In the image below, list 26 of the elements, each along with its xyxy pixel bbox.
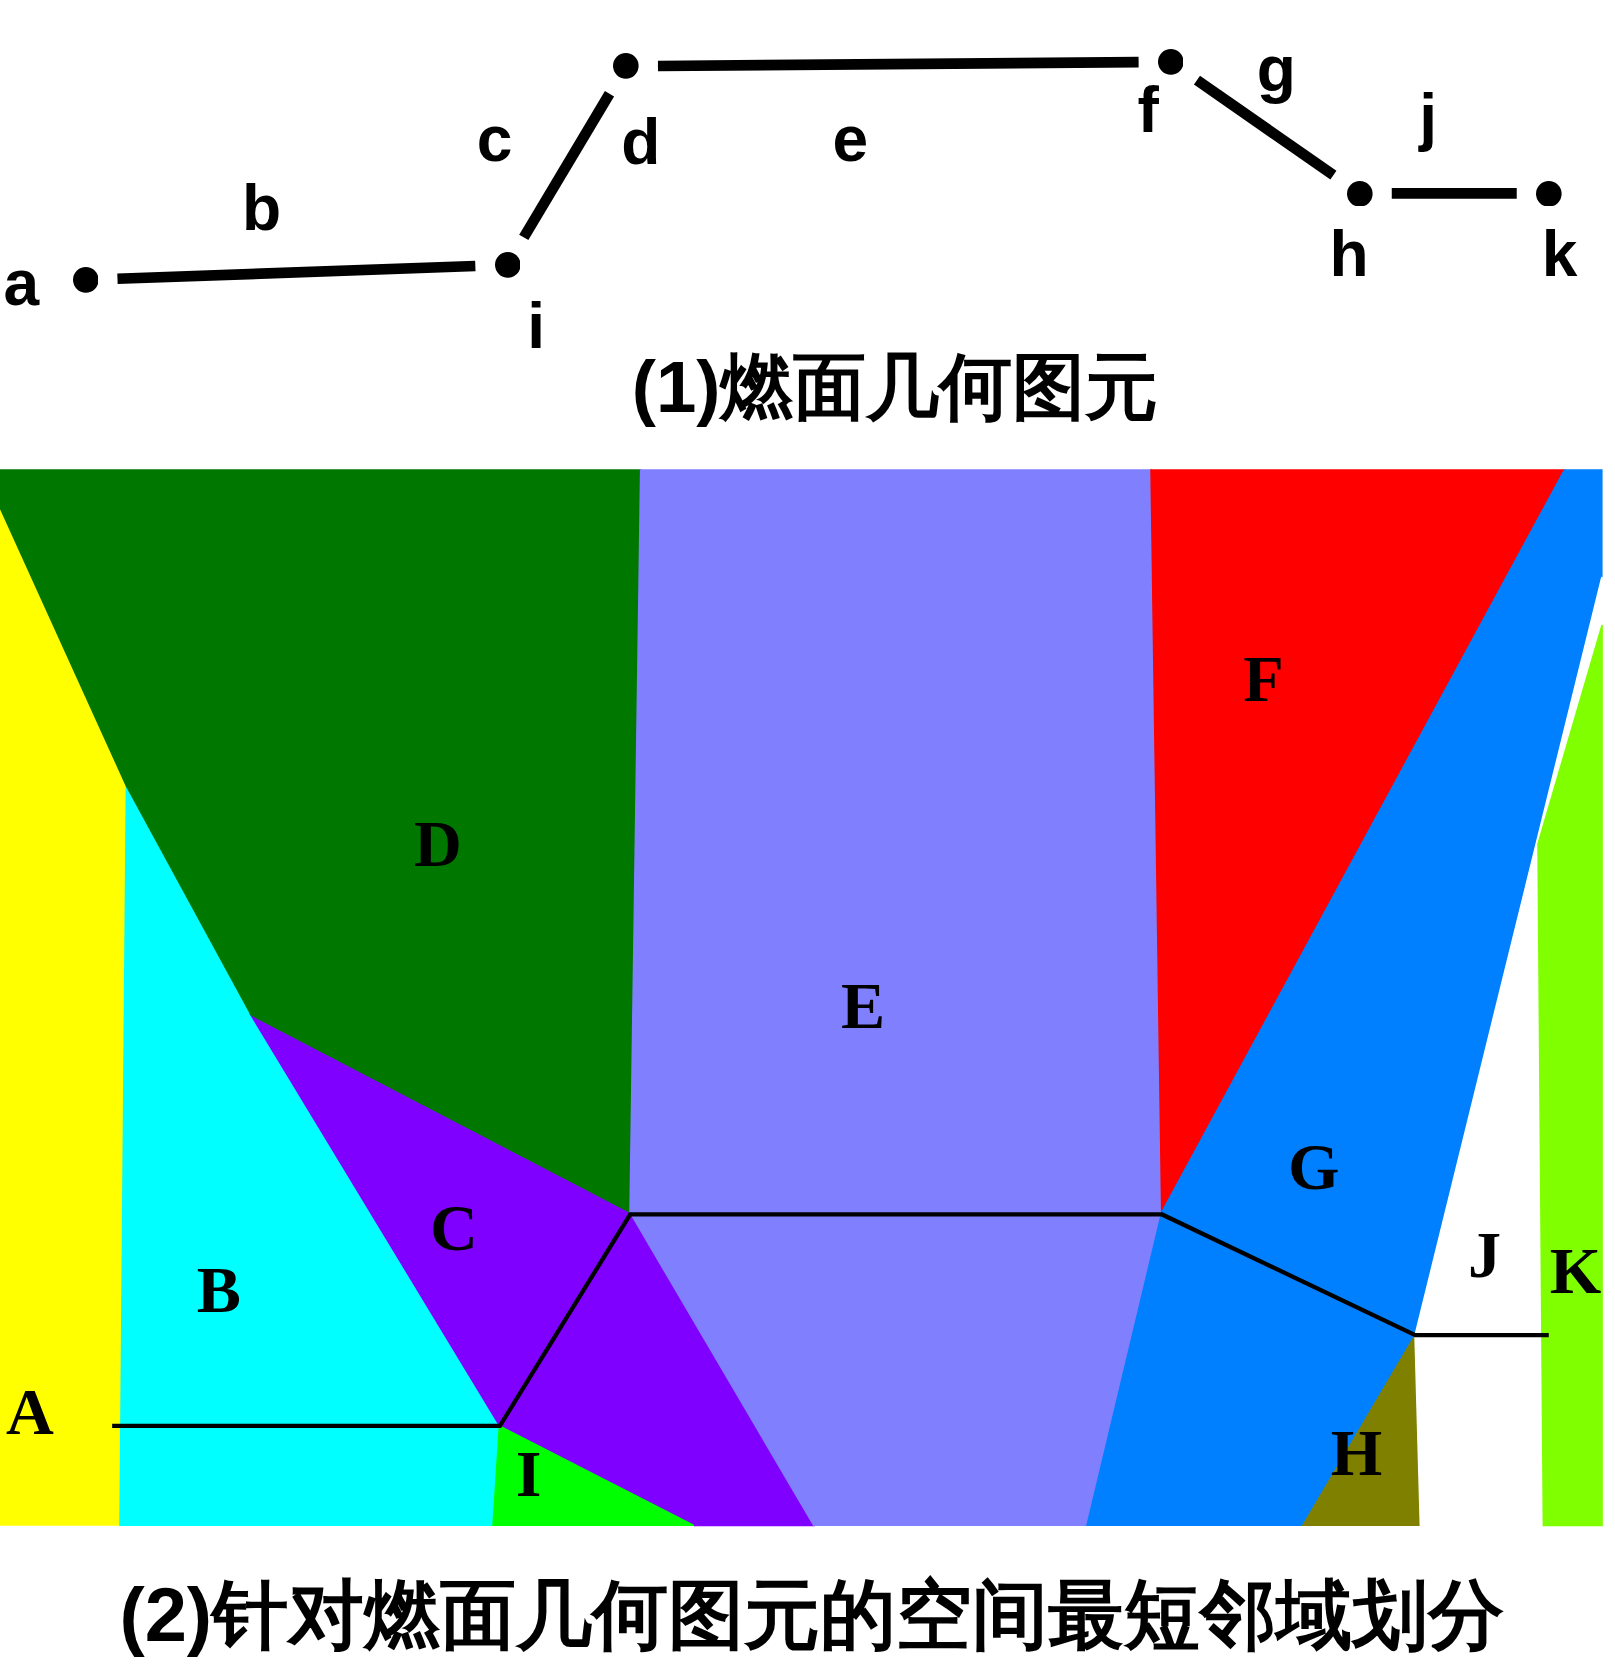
region-label: G (1288, 1134, 1340, 1201)
point-label: k (1541, 222, 1578, 287)
line-segment (657, 56, 1139, 72)
region-label: D (414, 810, 462, 877)
edge-label: e (832, 106, 869, 171)
point-label: d (621, 110, 661, 175)
line-segment (1391, 188, 1517, 199)
region-label: K (1549, 1237, 1602, 1305)
region-label: I (515, 1440, 542, 1508)
region-label: J (1468, 1221, 1502, 1289)
edge-label: g (1256, 37, 1296, 102)
region-label: A (6, 1378, 54, 1446)
region-label: E (840, 973, 886, 1040)
line-segment (519, 91, 615, 241)
line-segment (117, 260, 476, 285)
point-label: i (527, 293, 546, 358)
line-segment (1193, 75, 1337, 180)
point-label: f (1137, 77, 1159, 143)
edge-label: j (1419, 85, 1437, 150)
point-label: h (1329, 222, 1369, 287)
edge-label: c (476, 106, 513, 171)
region-label: B (196, 1257, 242, 1324)
region-label: F (1243, 646, 1284, 713)
region-label: C (430, 1195, 478, 1262)
point-label: a (3, 251, 40, 316)
edge-label: b (242, 176, 282, 241)
